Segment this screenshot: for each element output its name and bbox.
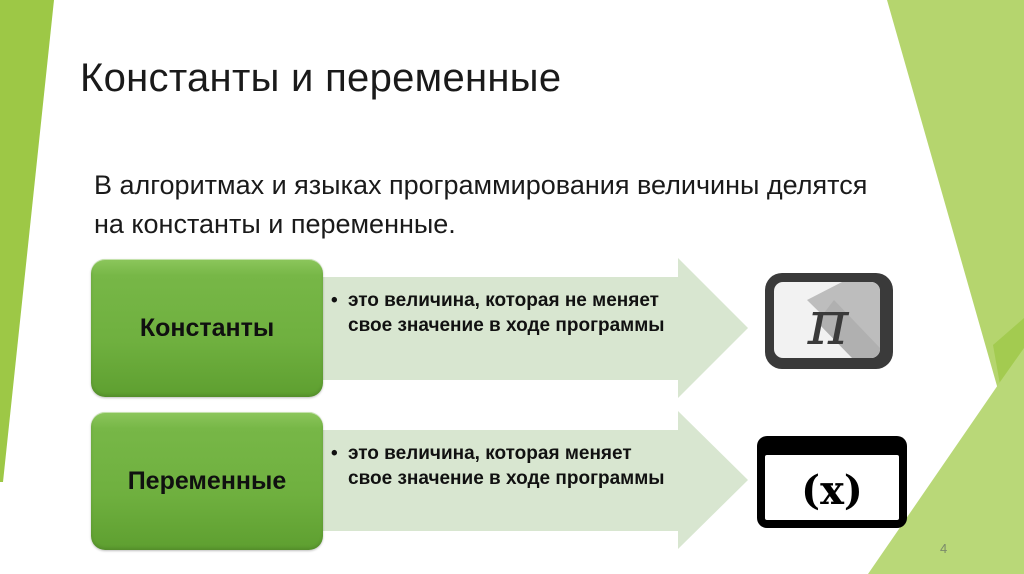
concept-description-constants: • это величина, которая не меняет свое з… (331, 288, 671, 338)
arrow-shape-constants (318, 258, 748, 398)
pi-icon: π (765, 273, 893, 369)
concept-label-constants: Константы (139, 313, 275, 342)
concept-label-variables: Переменные (127, 466, 287, 495)
variable-x-icon: (x) (757, 436, 907, 528)
arrow-shape-variables (318, 411, 748, 549)
svg-text:(x): (x) (801, 467, 863, 514)
description-text: это величина, которая меняет свое значен… (348, 443, 665, 489)
left-accent-band (0, 0, 54, 482)
concept-description-variables: • это величина, которая меняет свое знач… (331, 441, 671, 491)
bullet-icon: • (331, 443, 338, 464)
intro-paragraph: В алгоритмах и языках программирования в… (94, 170, 868, 239)
bullet-icon: • (331, 290, 338, 311)
description-text: это величина, которая не меняет свое зна… (348, 290, 665, 336)
page-number: 4 (940, 541, 948, 556)
right-accent-band (887, 0, 1024, 574)
concept-box-constants: Константы (91, 259, 323, 397)
slide-title: Константы и переменные (80, 56, 562, 100)
svg-text:π: π (807, 286, 850, 359)
concept-box-variables: Переменные (91, 412, 323, 550)
